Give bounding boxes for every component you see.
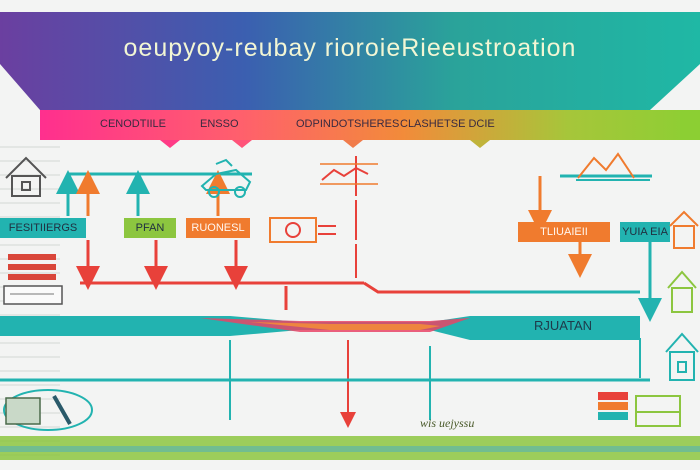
title-banner-chevrons — [0, 64, 700, 110]
document-stack-icon — [3, 254, 63, 305]
books-stack-icon — [598, 392, 681, 427]
stage-pointer-1 — [160, 140, 180, 148]
stage-label-4: CLASHETSE DCIE — [400, 118, 495, 130]
vehicle-icon — [200, 158, 252, 198]
right-chevron-notch — [650, 64, 700, 110]
chart-sketch-icon — [320, 163, 378, 185]
footer-annotation: wis uejyssu — [420, 416, 475, 430]
middle-red-step — [363, 281, 470, 294]
lower-band-accent — [250, 322, 440, 330]
stage-band-shape — [0, 110, 700, 148]
diagram-title: oeupyoy-reubay rioroieRieeustroation — [123, 34, 577, 62]
node-box-1: FESITIIERGS — [0, 218, 86, 238]
stage-label-1: CENODTIILE — [100, 118, 167, 130]
stage-band — [40, 110, 700, 140]
node-box-4: TLIUAIEII — [518, 222, 610, 242]
stage-pointer-3 — [343, 140, 363, 148]
building-icon — [667, 270, 697, 313]
stage-label-2: ENSSO — [200, 118, 239, 130]
node-box-2: PFAN — [124, 218, 176, 238]
stage-pointer-4 — [470, 140, 490, 148]
node-box-5: YUIA EIA — [620, 222, 670, 242]
lower-band-label: RJUATAN — [534, 318, 593, 333]
house-icon — [5, 156, 47, 197]
stage-band-right-cap — [680, 110, 700, 140]
stage-label-3: ODPINDOTSHERES — [296, 118, 400, 130]
house-small-icon — [669, 210, 699, 249]
left-chevron-notch — [0, 64, 40, 110]
footer-band-stripe — [0, 446, 700, 452]
title-banner — [0, 12, 700, 110]
mountain-landscape-icon — [576, 152, 650, 181]
camera-icon — [269, 217, 336, 243]
stage-pointer-2 — [232, 140, 252, 148]
home-outline-icon — [665, 332, 699, 381]
stage-band-left-cut — [0, 110, 40, 140]
book-logo-icon — [3, 389, 93, 431]
node-box-3: RUONESL — [186, 218, 250, 238]
